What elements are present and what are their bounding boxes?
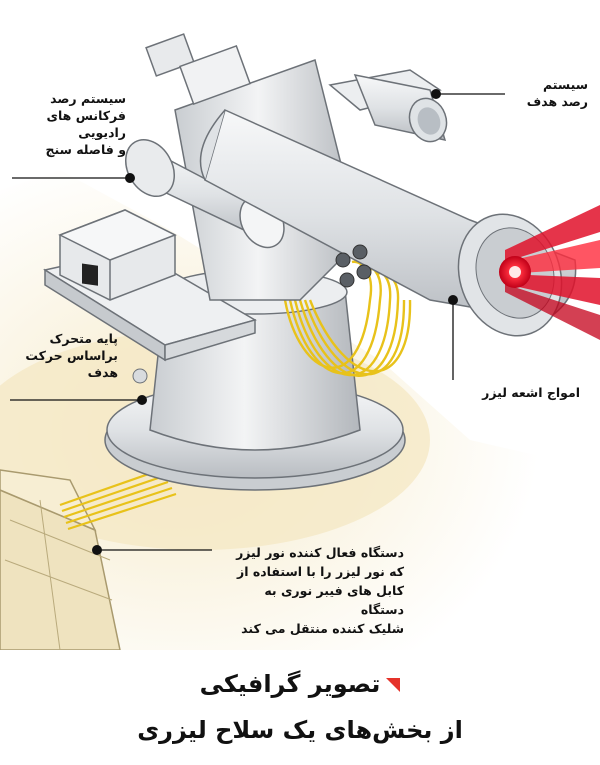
caption: تصویر گرافیکی از بخش‌های یک سلاح لیزری [0, 650, 600, 765]
target-tracking-scope [353, 73, 448, 143]
label-laser-beams: امواج اشعه لیزر [482, 385, 580, 400]
leader-dots [92, 89, 458, 555]
cable-connectors [335, 244, 372, 288]
laser-weapon-illustration [0, 33, 600, 650]
caption-line2: از بخش‌های یک سلاح لیزری [137, 716, 463, 744]
label-target-tracking: سیستم رصد هدف [526, 77, 588, 109]
control-platform [43, 209, 257, 362]
label-rf-tracking-rangefinder: سیستم رصد فرکانس های رادیویی و فاصله سنج [45, 91, 126, 157]
fiber-optic-cables-ground [59, 468, 177, 531]
label-moving-base: پایه متحرک براساس حرکت هدف [25, 331, 118, 380]
label-laser-activator: دستگاه فعال کننده نور لیزر که نور لیزر ر… [236, 545, 404, 636]
caption-title: تصویر گرافیکی [0, 670, 600, 698]
caption-marker-icon [386, 678, 401, 692]
caption-line1: تصویر گرافیکی [199, 670, 381, 698]
leader-lines [10, 93, 505, 551]
rf-tracking-rangefinder [125, 139, 285, 249]
laser-activator-box [0, 469, 121, 650]
laser-beams [499, 205, 600, 340]
